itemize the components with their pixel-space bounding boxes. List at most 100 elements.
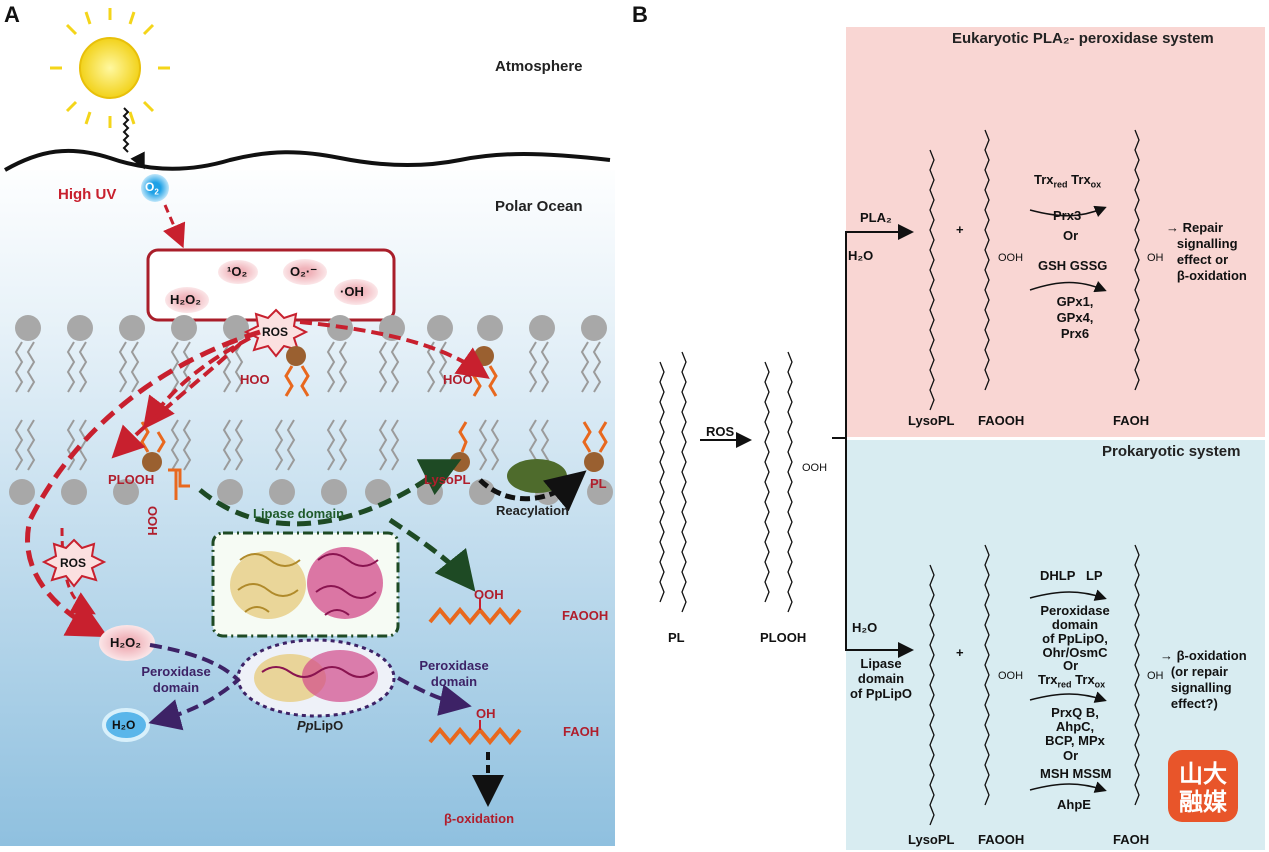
prok-faooh-structure [984, 544, 990, 806]
sea-surface-line [4, 148, 611, 172]
polar-ocean-label: Polar Ocean [495, 198, 583, 215]
eukaryotic-panel-bg [846, 27, 1265, 437]
euk-faoh-label: FAOH [1113, 413, 1150, 428]
prok-ahpe-label: AhpE [1057, 797, 1091, 812]
h2o-bubble [102, 708, 150, 742]
prok-prx-label: PrxQ B, AhpC, BCP, MPx [1045, 705, 1105, 748]
prok-trx-ox: Trx [1075, 672, 1095, 687]
euk-plus: + [956, 222, 964, 237]
watermark-text: 山大融媒 [1179, 760, 1227, 816]
euk-or-label: Or [1063, 228, 1079, 243]
euk-gpx-label: GPx1, GPx4, Prx6 [1056, 294, 1094, 341]
panel-a-letter: A [4, 2, 20, 27]
faoh-chain [428, 726, 522, 746]
plooh-structure [764, 351, 793, 613]
ros-burst-2-label: ROS [60, 556, 87, 570]
prok-faoh-label: FAOH [1113, 832, 1150, 847]
pla2-label: PLA₂ [860, 210, 892, 225]
euk-trx-ox: Trx [1071, 172, 1091, 187]
lipase-protein-structure [230, 547, 383, 619]
panel-a-graphics [0, 0, 615, 846]
euk-prx3-label: Prx3 [1053, 208, 1082, 223]
prok-msh-label: MSH MSSM [1040, 766, 1112, 781]
o2-subscript: 2 [154, 187, 159, 197]
pl-structure-label: PL [668, 630, 685, 645]
ooh-faooh-label: OOH [474, 587, 504, 602]
peroxidase-protein-structure [254, 650, 378, 702]
euk-trx-red: Trx [1034, 172, 1054, 187]
euk-lysopl-label: LysoPL [908, 413, 955, 428]
high-uv-label: High UV [58, 186, 117, 203]
hoo-label-right: HOO [443, 372, 473, 387]
o2-bubble [141, 174, 169, 202]
pl-structure [659, 351, 687, 613]
ros-species-hydroxyl: ·OH [340, 284, 364, 299]
ros-species-singlet: ¹O₂ [227, 264, 248, 279]
uv-ray [122, 107, 130, 153]
reacylation-label: Reacylation [496, 503, 569, 518]
euk-faoh-oh: OH [1147, 252, 1164, 264]
euk-faooh-structure [984, 129, 990, 391]
pplipo-label: PpLipO [297, 718, 343, 733]
euk-trx-label: Trxred Trxox [1034, 172, 1101, 190]
oh-faoh-label: OH [476, 706, 496, 721]
prok-faooh-ooh: OOH [998, 670, 1024, 682]
prok-faoh-oh: OH [1147, 670, 1164, 682]
o2-text: O [145, 180, 155, 194]
panel-a: A Atmosphere Polar Ocean High UV O2 ¹O₂ … [0, 0, 620, 852]
watermark-logo [1168, 750, 1238, 822]
prok-or2-label: Or [1063, 748, 1079, 763]
h2o-label: H₂O [112, 718, 136, 732]
beta-oxidation-label: β-oxidation [444, 811, 515, 826]
sun-icon [50, 8, 170, 128]
prok-plus: + [956, 645, 964, 660]
prok-faoh-structure [1134, 544, 1140, 806]
h2o2-bubble [99, 625, 155, 661]
euk-faoh-structure [1134, 129, 1140, 391]
plooh-structure-label: PLOOH [760, 630, 807, 645]
peroxidase-domain-left-label: Peroxidase domain [141, 664, 211, 695]
euk-gsh-label: GSH GSSG [1038, 258, 1108, 273]
peroxidase-domain-right-label: Peroxidase domain [419, 658, 489, 689]
prok-lipase-label: Lipase domain of PpLipO [849, 656, 913, 701]
prok-perox-label: Peroxidase domain of PpLipO, Ohr/OsmC [1040, 603, 1110, 660]
faooh-chain [428, 606, 522, 626]
prok-trx-red: Trx [1038, 672, 1058, 687]
panel-b: B Eukaryotic PLA₂- peroxidase system Pro… [620, 0, 1269, 852]
euk-lysopl-structure [929, 149, 935, 411]
plooh-label: PLOOH [108, 472, 155, 487]
euk-faooh-label: FAOOH [978, 413, 1025, 428]
prok-faooh-label: FAOOH [978, 832, 1025, 847]
ros-species-h2o2: H₂O₂ [170, 292, 202, 307]
prok-trx-red-sub: red [1057, 679, 1072, 690]
oxidized-lipid-top [284, 346, 310, 397]
prok-or1-label: Or [1063, 658, 1079, 673]
euk-trx-red-sub: red [1053, 179, 1068, 190]
panel-b-letter: B [632, 2, 648, 27]
reacylation-enzyme [507, 459, 567, 493]
pplipo-italic: Pp [297, 718, 314, 733]
panel-b-graphics [659, 27, 1265, 850]
faooh-label: FAOOH [562, 608, 609, 623]
prok-outcome-label: → β-oxidation (or repair signalling effe… [1160, 648, 1247, 711]
ooh-vertical-label: OOH [145, 506, 160, 536]
plooh-ooh-label: OOH [802, 462, 828, 474]
euk-outcome-label: → Repair signalling effect or β-oxidatio… [1166, 220, 1247, 283]
euk-trx-ox-sub: ox [1090, 179, 1102, 190]
ros-burst [243, 308, 309, 358]
prokaryotic-title: Prokaryotic system [1102, 443, 1241, 460]
hoo-label-top: HOO [240, 372, 270, 387]
ros-burst-label: ROS [262, 325, 289, 339]
pl-lipid [582, 421, 608, 472]
lipase-domain-label: Lipase domain [253, 506, 345, 521]
faoh-label: FAOH [563, 724, 600, 739]
prok-trx-label: Trxred Trxox [1038, 672, 1105, 690]
atmosphere-label: Atmosphere [495, 58, 583, 75]
euk-faooh-ooh: OOH [998, 252, 1024, 264]
eukaryotic-title: Eukaryotic PLA₂- peroxidase system [952, 30, 1214, 47]
prok-trx-ox-sub: ox [1094, 679, 1106, 690]
prok-lysopl-label: LysoPL [908, 832, 955, 847]
prok-lysopl-structure [929, 564, 935, 826]
euk-h2o-label: H₂O [848, 248, 874, 263]
pl-label: PL [590, 476, 607, 491]
